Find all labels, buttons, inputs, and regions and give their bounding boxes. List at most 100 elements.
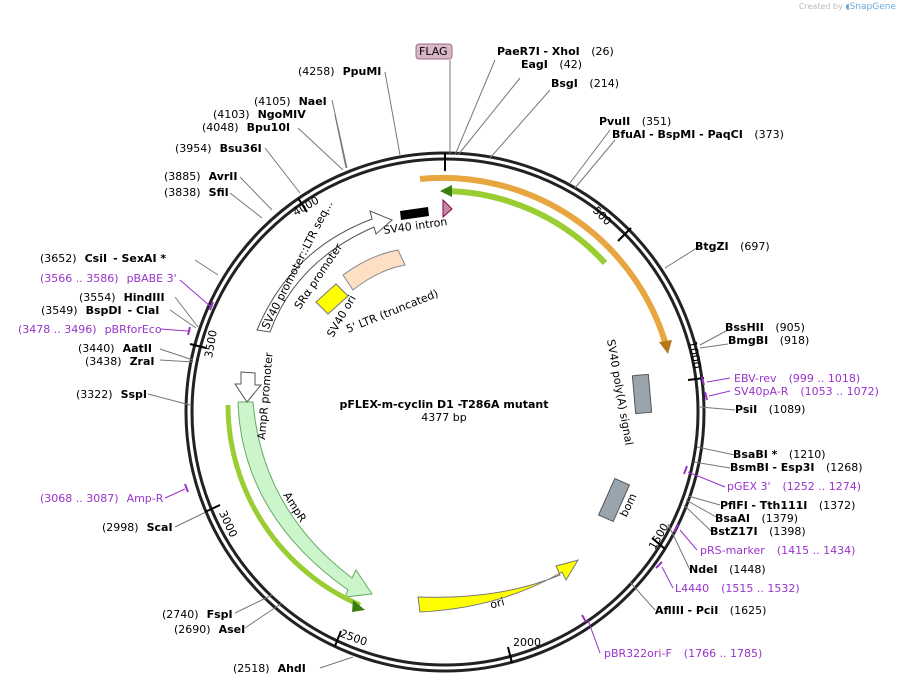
ltr5-feature[interactable] bbox=[342, 249, 406, 291]
ampr-feature[interactable] bbox=[237, 401, 373, 598]
site-bspdi[interactable]: (3549) BspDI - ClaI bbox=[41, 304, 159, 317]
site-pos: (2690) bbox=[174, 623, 211, 636]
site-avrii[interactable]: (3885)AvrII bbox=[164, 170, 237, 183]
site-afliii[interactable]: AflIII - PciI (1625) bbox=[655, 604, 766, 617]
site-name: SfiI bbox=[209, 186, 229, 199]
sv40-polya-feature[interactable] bbox=[631, 373, 653, 415]
site-csii[interactable]: (3652)CsiI- SexAI * bbox=[40, 252, 166, 265]
site-name: ScaI bbox=[147, 521, 173, 534]
site-ahdi[interactable]: (2518)AhdI bbox=[233, 662, 306, 675]
site-ngomiv[interactable]: (4103)NgoMIV bbox=[213, 108, 306, 121]
tick-label-2000: 2000 bbox=[513, 636, 541, 649]
site-bstz17i[interactable]: BstZ17I (1398) bbox=[710, 525, 806, 538]
primer-name: Amp-R bbox=[127, 492, 164, 505]
site-name: BsgI bbox=[551, 77, 578, 90]
site-pos: (1372) bbox=[819, 499, 856, 512]
tick-label-3500: 3500 bbox=[202, 329, 220, 359]
site-pos: (1268) bbox=[826, 461, 863, 474]
ori-feature[interactable] bbox=[417, 559, 580, 613]
site-pflfi[interactable]: PflFI - Tth111I (1372) bbox=[720, 499, 855, 512]
tick-label-2500: 2500 bbox=[338, 627, 369, 649]
primer-name: pRS-marker bbox=[700, 544, 765, 557]
site-sspi[interactable]: (3322)SspI bbox=[76, 388, 147, 401]
site-suffix: - Tth111I bbox=[751, 499, 807, 512]
sv40-ori-feature[interactable] bbox=[315, 283, 349, 315]
site-bsshii[interactable]: BssHII (905) bbox=[725, 321, 805, 334]
site-name: AhdI bbox=[278, 662, 306, 675]
primer-range: (1252 .. 1274) bbox=[783, 480, 862, 493]
cds-green-arc[interactable] bbox=[444, 188, 608, 266]
site-bsaai[interactable]: BsaAI (1379) bbox=[715, 512, 798, 525]
primer-pbrforeco[interactable]: (3478 .. 3496)pBRforEco bbox=[18, 323, 162, 336]
primer-sv40pa-r[interactable]: SV40pA-R (1053 .. 1072) bbox=[734, 385, 879, 398]
site-pos: (697) bbox=[740, 240, 770, 253]
primer-pgex3[interactable]: pGEX 3'(1252 .. 1274) bbox=[727, 480, 861, 493]
site-bfuai[interactable]: BfuAI - BspMI - PaqCI (373) bbox=[612, 128, 784, 141]
site-paer7i[interactable]: PaeR7I - XhoI (26) bbox=[497, 45, 614, 58]
site-asei[interactable]: (2690)AseI bbox=[174, 623, 245, 636]
site-suffix: - XhoI bbox=[543, 45, 579, 58]
primer-pbr322ori-f[interactable]: pBR322ori-F(1766 .. 1785) bbox=[604, 647, 762, 660]
primer-ebv-rev[interactable]: EBV-rev(999 .. 1018) bbox=[734, 372, 860, 385]
site-pos: (905) bbox=[775, 321, 805, 334]
primer-range: (1515 .. 1532) bbox=[721, 582, 800, 595]
site-zrai[interactable]: (3438)ZraI bbox=[85, 355, 155, 368]
site-suffix: - ClaI bbox=[128, 304, 160, 317]
plasmid-length: 4377 bp bbox=[421, 411, 466, 424]
site-bsmbi[interactable]: BsmBI - Esp3I (1268) bbox=[730, 461, 863, 474]
site-eagi[interactable]: EagI (42) bbox=[521, 58, 582, 71]
ampr-green-arc[interactable] bbox=[225, 404, 361, 608]
site-pos: (1398) bbox=[769, 525, 806, 538]
site-hindiii[interactable]: (3554) HindIII bbox=[79, 291, 165, 304]
leader-lines bbox=[147, 59, 736, 669]
site-pos: (3554) bbox=[79, 291, 116, 304]
site-pos: (2740) bbox=[162, 608, 199, 621]
site-name: FspI bbox=[207, 608, 233, 621]
site-pvuii[interactable]: PvuII (351) bbox=[599, 115, 671, 128]
snapgene-credit: Created by ◖SnapGene bbox=[799, 2, 896, 12]
site-sfii[interactable]: (3838)SfiI bbox=[164, 186, 229, 199]
site-psii[interactable]: PsiI (1089) bbox=[735, 403, 805, 416]
site-name: AatII bbox=[123, 342, 152, 355]
site-btgzi[interactable]: BtgZI (697) bbox=[695, 240, 770, 253]
flag-feature[interactable]: FLAG bbox=[415, 43, 453, 60]
site-aatii[interactable]: (3440)AatII bbox=[78, 342, 152, 355]
site-bpu10i[interactable]: (4048)Bpu10I bbox=[202, 121, 290, 134]
primer-range: (1053 .. 1072) bbox=[800, 385, 879, 398]
site-name: PflFI bbox=[720, 499, 748, 512]
site-ndei[interactable]: NdeI (1448) bbox=[689, 563, 766, 576]
site-fspi[interactable]: (2740) FspI bbox=[162, 608, 233, 621]
bom-feature[interactable] bbox=[597, 477, 631, 523]
primer-leaders bbox=[159, 279, 731, 654]
site-pos: (3549) bbox=[41, 304, 78, 317]
primer-pbabe3[interactable]: (3566 .. 3586)pBABE 3' bbox=[40, 272, 177, 285]
ampr-promoter-feature[interactable] bbox=[234, 371, 263, 403]
site-scai[interactable]: (2998)ScaI bbox=[102, 521, 173, 534]
insert-orange-arc[interactable] bbox=[419, 174, 669, 346]
site-bmgbi[interactable]: BmgBI (918) bbox=[728, 334, 809, 347]
sv40-intron-feature[interactable] bbox=[400, 207, 429, 220]
primer-amp-r[interactable]: (3068 .. 3087)Amp-R bbox=[40, 492, 164, 505]
site-name: NaeI bbox=[299, 95, 327, 108]
site-name: NdeI bbox=[689, 563, 718, 576]
primer-range: (3566 .. 3586) bbox=[40, 272, 119, 285]
site-ppumi[interactable]: (4258)PpuMI bbox=[298, 65, 381, 78]
site-bsu36i[interactable]: (3954)Bsu36I bbox=[175, 142, 262, 155]
primer-l4440[interactable]: L4440(1515 .. 1532) bbox=[675, 582, 800, 595]
primer-prs-marker[interactable]: pRS-marker(1415 .. 1434) bbox=[700, 544, 855, 557]
credit-prefix: Created by bbox=[798, 2, 843, 11]
site-suffix: - SexAI * bbox=[113, 252, 166, 265]
site-name: BspDI bbox=[86, 304, 122, 317]
site-bsabi[interactable]: BsaBI * (1210) bbox=[733, 448, 826, 461]
site-pos: (1379) bbox=[761, 512, 798, 525]
site-pos: (3652) bbox=[40, 252, 77, 265]
flag-small-arrow bbox=[442, 198, 453, 219]
site-bsgi[interactable]: BsgI (214) bbox=[551, 77, 619, 90]
site-name: HindIII bbox=[124, 291, 165, 304]
site-suffix: - BspMI - PaqCI bbox=[649, 128, 743, 141]
primer-range: (999 .. 1018) bbox=[789, 372, 861, 385]
primer-name: SV40pA-R bbox=[734, 385, 789, 398]
flag-label: FLAG bbox=[419, 45, 448, 58]
site-naei[interactable]: (4105)NaeI bbox=[254, 95, 327, 108]
sv40-ltr-feature[interactable] bbox=[256, 210, 393, 333]
